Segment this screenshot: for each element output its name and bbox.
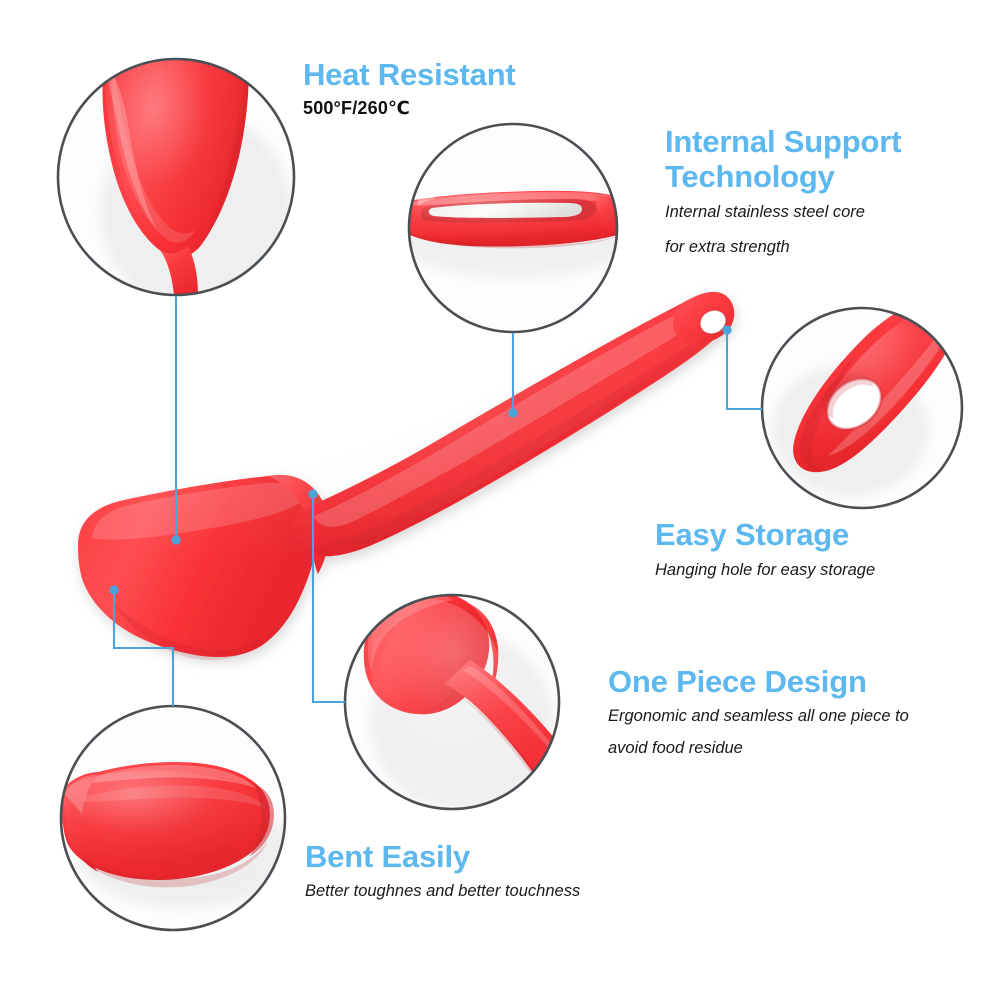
callout-sub-internal-support-line2: for extra strength bbox=[665, 237, 790, 256]
callout-sub-one-piece-line2: avoid food residue bbox=[608, 739, 743, 758]
callout-title-heat-resistant: Heat Resistant bbox=[303, 57, 516, 92]
callout-one-piece-design: One Piece Design Ergonomic and seamless … bbox=[608, 664, 938, 764]
callout-bent-easily: Bent Easily Better toughnes and better t… bbox=[305, 839, 581, 907]
callout-title-internal-support-line1: Internal Support bbox=[665, 124, 902, 159]
callout-heat-resistant: Heat Resistant 500°F/260℃ bbox=[303, 57, 516, 119]
callout-temperature-value: 500°F/260℃ bbox=[303, 97, 411, 118]
callout-title-bent-easily: Bent Easily bbox=[305, 839, 470, 874]
callout-sub-internal-support-line1: Internal stainless steel core bbox=[665, 203, 865, 222]
callout-title-internal-support-line2: Technology bbox=[665, 158, 835, 194]
callout-title-one-piece-design: One Piece Design bbox=[608, 664, 867, 699]
callout-sub-one-piece-line1: Ergonomic and seamless all one piece to bbox=[608, 706, 909, 725]
callout-sub-easy-storage: Hanging hole for easy storage bbox=[655, 560, 876, 579]
callout-sub-bent-easily: Better toughnes and better touchness bbox=[305, 881, 581, 900]
callout-easy-storage: Easy Storage Hanging hole for easy stora… bbox=[655, 517, 876, 586]
callout-title-easy-storage: Easy Storage bbox=[655, 517, 850, 552]
callout-internal-support: Internal Support Technology Internal sta… bbox=[665, 124, 965, 263]
